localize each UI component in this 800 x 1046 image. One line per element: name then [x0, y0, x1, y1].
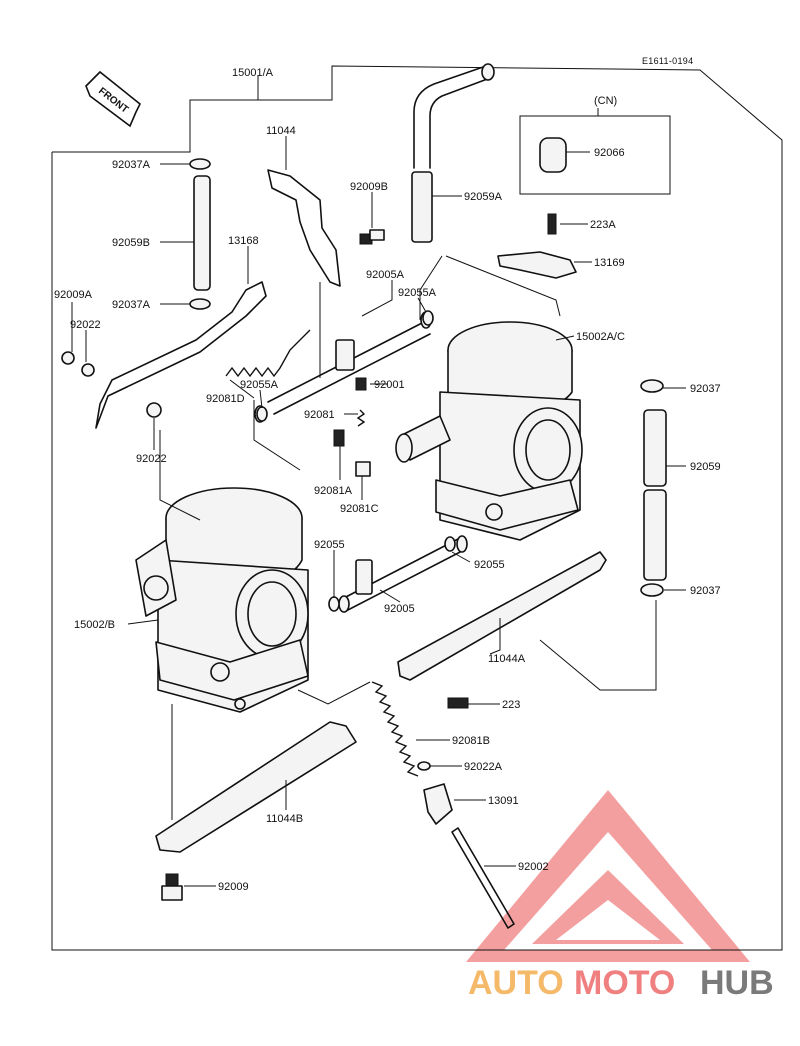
tube-92059 [643, 409, 667, 487]
part-label: 92005 [384, 603, 415, 615]
bracket-13169 [497, 251, 577, 279]
part-label: 92002 [518, 861, 549, 873]
part-label: 92009B [350, 181, 388, 193]
o-ring-92055-right [444, 536, 456, 552]
part-label: 11044 [266, 125, 296, 137]
tube-92059-lower [643, 489, 667, 581]
spring-92081A [333, 429, 345, 447]
bracket-11044A [397, 551, 607, 681]
throttle-link-13168 [95, 281, 267, 429]
fuel-pipe-92005 [338, 535, 468, 613]
o-ring-92055A-right [422, 310, 434, 326]
part-label: 92055A [240, 379, 279, 391]
o-ring-92055A-left [256, 406, 268, 422]
screw-92002 [451, 827, 515, 929]
bolt-223 [447, 697, 469, 709]
part-label: 92055A [398, 287, 437, 299]
part-label: 92022A [464, 761, 503, 773]
clip-92037-top [640, 379, 664, 393]
bolt-92009 [161, 873, 183, 901]
leader-lines [71, 76, 686, 887]
part-label: 92081B [452, 735, 490, 747]
part-label: 11044B [266, 813, 303, 825]
part-label: 13091 [488, 795, 519, 807]
bolt-92009A [61, 351, 75, 365]
washer-92022-mid [146, 402, 162, 418]
part-label: 92037A [112, 159, 151, 171]
washer-92022A [417, 761, 431, 771]
part-label: 92037 [690, 585, 721, 597]
watermark-text: AUTO MOTO HUB [468, 964, 774, 1002]
part-label: 92001 [374, 379, 405, 391]
washer-92022-left [81, 363, 95, 377]
svg-text:MOTO: MOTO [574, 964, 675, 1002]
bracket-11044B [155, 721, 357, 853]
part-label: 92005A [366, 269, 405, 281]
part-label: 92059 [690, 461, 721, 473]
adjuster-13091 [423, 783, 453, 825]
bolt-92009B [359, 229, 385, 245]
o-ring-92055-left [328, 596, 340, 612]
spring-92081D [225, 329, 311, 378]
part-label: 92055 [474, 559, 505, 571]
part-label: 92059B [112, 237, 150, 249]
svg-text:HUB: HUB [700, 964, 774, 1002]
part-label: 13168 [228, 235, 259, 247]
svg-text:AUTO: AUTO [468, 964, 564, 1002]
tube-92059B [193, 175, 211, 291]
bracket-11044 [267, 169, 341, 287]
spring-92081C [355, 461, 371, 477]
part-label: 15002A/C [576, 331, 625, 343]
part-label: 15001/A [232, 67, 274, 79]
part-label: 92009A [54, 289, 93, 301]
svg-text:(CN): (CN) [594, 95, 617, 107]
part-label: 92081A [314, 485, 353, 497]
part-label: 92009 [218, 881, 249, 893]
carburetor-right [395, 321, 583, 541]
part-label: 92022 [70, 319, 101, 331]
clip-92037A-top [189, 158, 211, 170]
part-label: 92081 [304, 409, 335, 421]
reference-code: E1611-0194 [642, 56, 693, 66]
bolt-223A [547, 213, 557, 235]
spring-92081B [371, 681, 419, 777]
part-label: 92055 [314, 539, 345, 551]
spring-92081 [356, 409, 366, 427]
clip-92037-bottom [640, 583, 664, 597]
carburetor-left [135, 487, 309, 713]
watermark-logo-icon [466, 790, 750, 962]
alignment-lines [159, 255, 657, 820]
part-label: 92022 [136, 453, 167, 465]
vent-hose [411, 63, 495, 243]
part-label: 223 [502, 699, 520, 711]
part-labels: 15001/A 11044 92037A 92009B 92059A 92066… [54, 67, 721, 893]
front-arrow-icon: FRONT [85, 70, 142, 128]
clip-92037A-bottom [189, 298, 211, 310]
assembly-frame [51, 65, 783, 951]
part-label: 92081C [340, 503, 379, 515]
part-label: 11044A [488, 653, 526, 665]
part-label: 92037A [112, 299, 151, 311]
fuel-pipe-92005A [254, 311, 432, 423]
cn-variant-box: (CN) [519, 95, 671, 195]
part-label: 92081D [206, 393, 245, 405]
part-label: 92059A [464, 191, 503, 203]
part-label: 92037 [690, 383, 721, 395]
screw-92001 [355, 377, 367, 391]
part-label: 223A [590, 219, 616, 231]
part-label: 13169 [594, 257, 625, 269]
part-label: 92066 [594, 147, 625, 159]
part-label: 15002/B [74, 619, 115, 631]
